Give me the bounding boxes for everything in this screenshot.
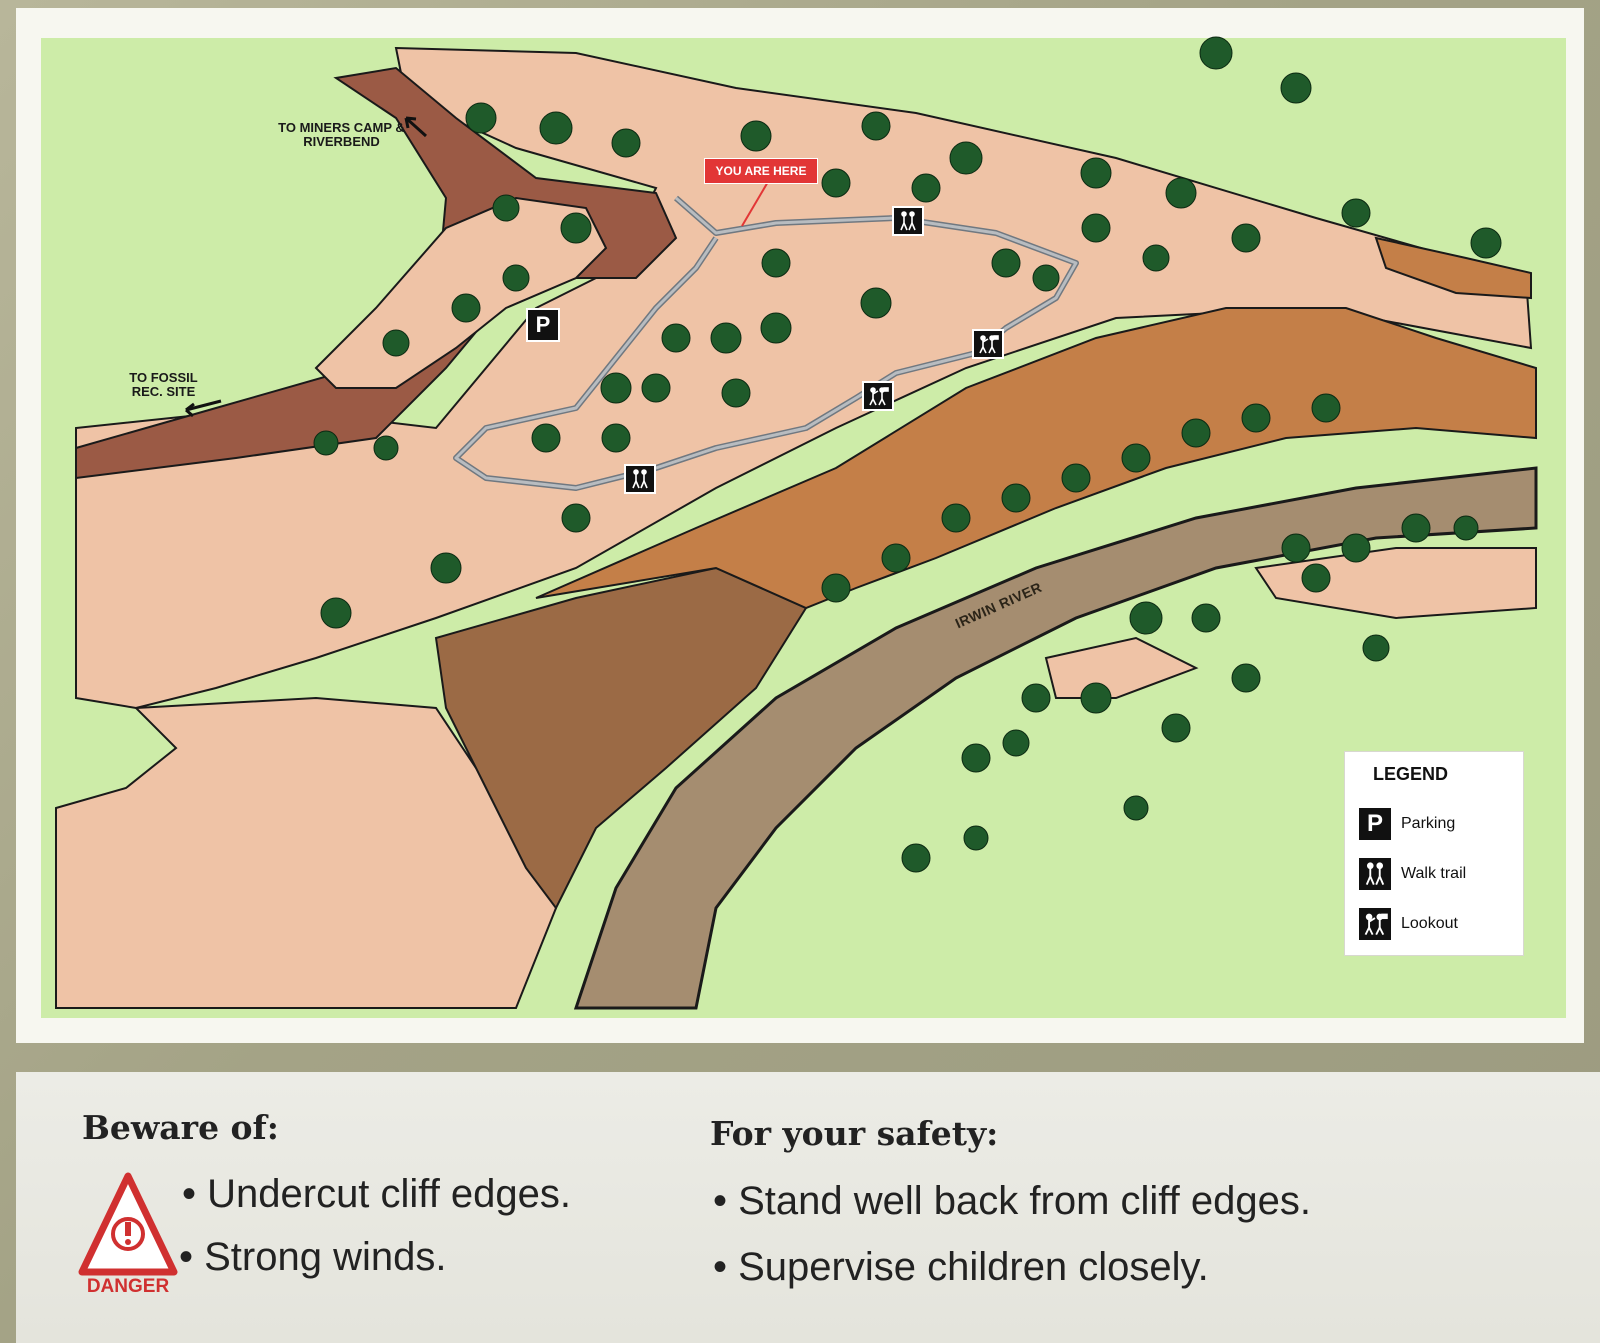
parking-marker: P	[526, 308, 560, 342]
legend-item-label: Walk trail	[1401, 865, 1467, 882]
arrow-to-miners-camp	[404, 116, 428, 138]
arrow-to-fossil-site	[185, 399, 222, 418]
beware-heading: Beware of:	[82, 1108, 279, 1147]
lower-left-plain	[55, 696, 558, 1009]
legend-title: LEGEND	[1373, 764, 1449, 784]
parking-icon: P	[1359, 808, 1391, 840]
legend-item-walk-trail: Walk trail	[1359, 849, 1509, 899]
lookout-marker	[972, 329, 1004, 359]
map-frame: TO MINERS CAMP & RIVERBEND TO FOSSIL REC…	[16, 8, 1584, 1043]
parking-icon: P	[535, 312, 551, 337]
you-are-here-label: YOU ARE HERE	[704, 158, 818, 184]
lookout-marker	[862, 381, 894, 411]
cliff-face	[535, 307, 1537, 610]
danger-label: DANGER	[86, 1276, 170, 1297]
safety-heading: For your safety:	[710, 1114, 999, 1153]
safety-item: • Supervise children closely.	[713, 1245, 1209, 1289]
irwin-river	[573, 466, 1538, 1010]
right-bank-plain-2	[1044, 636, 1199, 699]
upper-plain	[75, 46, 1533, 710]
walk-trail-marker	[624, 464, 656, 494]
danger-warning-icon	[78, 1172, 178, 1276]
walk-trail-icon	[1359, 858, 1391, 890]
safety-info-panel: Beware of: DANGER • Undercut cliff edges…	[16, 1072, 1600, 1343]
map-illustration	[41, 36, 1566, 1018]
trees	[313, 36, 1502, 873]
lookout-icon	[869, 387, 889, 406]
walk-trail-icon	[632, 469, 648, 489]
lookout-icon	[1359, 908, 1391, 940]
beware-item: • Strong winds.	[179, 1235, 447, 1279]
legend-item-label: Parking	[1401, 815, 1456, 832]
legend-item-label: Lookout	[1401, 915, 1458, 932]
beware-item: • Undercut cliff edges.	[182, 1172, 572, 1216]
lookout-icon	[979, 335, 999, 354]
right-bank-plain	[1254, 547, 1537, 620]
walk-trail-icon	[900, 211, 916, 231]
upper-right-cliff	[1374, 236, 1532, 300]
destination-label-fossil-site: TO FOSSIL REC. SITE	[129, 370, 198, 399]
walk-trail-marker	[892, 206, 924, 236]
destination-label-miners-camp: TO MINERS CAMP & RIVERBEND	[278, 120, 405, 149]
gully-slope	[434, 566, 808, 910]
safety-item: • Stand well back from cliff edges.	[713, 1179, 1311, 1223]
legend-item-lookout: Lookout	[1359, 899, 1509, 949]
legend-item-parking: P Parking	[1359, 799, 1509, 849]
map-legend: LEGEND P Parking Walk trail	[1344, 751, 1524, 956]
